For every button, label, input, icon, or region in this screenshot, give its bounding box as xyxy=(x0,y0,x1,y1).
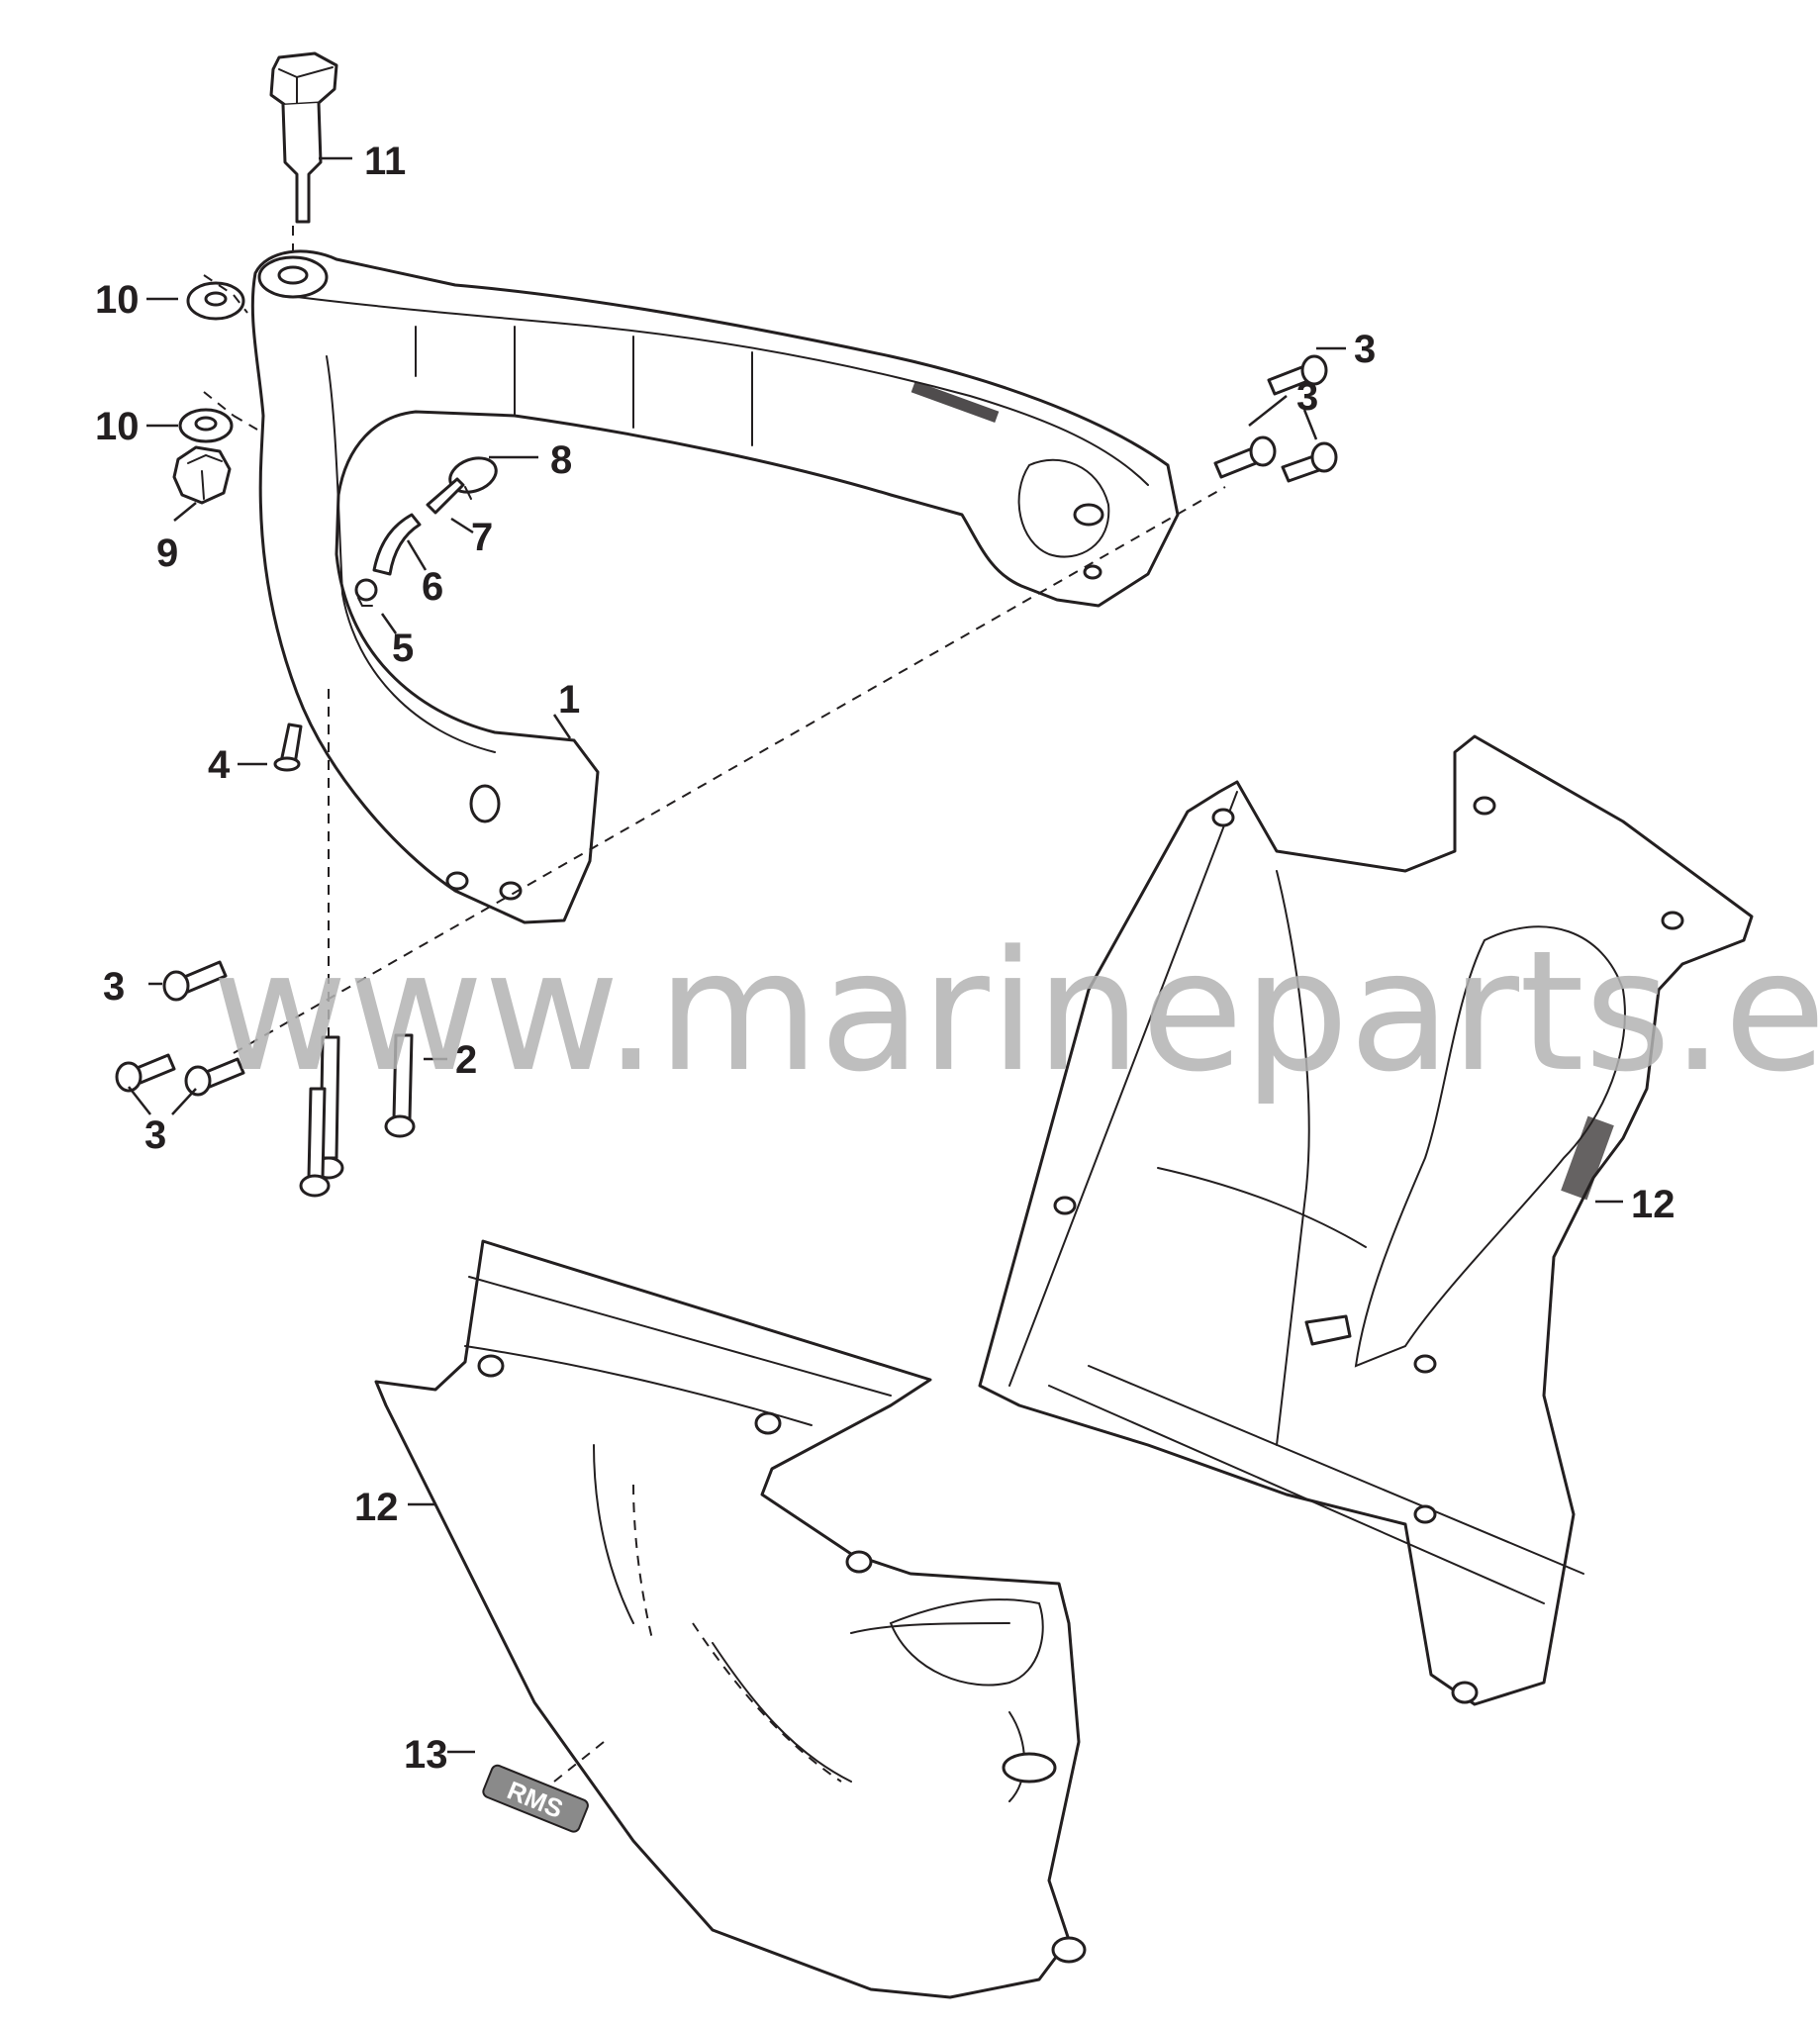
part-5-clip xyxy=(354,578,378,607)
part-10-washer-lower xyxy=(178,408,234,443)
part-13-rms-decal: RMS xyxy=(482,1764,589,1833)
callout-4: 4 xyxy=(208,743,231,787)
part-9-nut xyxy=(172,445,232,505)
callout-3-bottom: 3 xyxy=(144,1113,166,1157)
callout-12-left: 12 xyxy=(354,1486,399,1529)
part-7-fitting xyxy=(426,477,465,515)
part-2-bolt-right xyxy=(384,1033,416,1138)
callout-7: 7 xyxy=(471,516,493,559)
callout-12-right: 12 xyxy=(1631,1183,1676,1226)
callout-8: 8 xyxy=(550,438,572,482)
callout-11: 11 xyxy=(364,140,406,183)
part-3-bolt-mid-right xyxy=(1213,435,1277,479)
part-12-cowl-left xyxy=(374,1239,1087,1999)
part-3-bolt-top-right xyxy=(1267,354,1328,396)
watermark-text: www.marineparts.eu xyxy=(212,915,1820,1109)
part-10-washer-upper xyxy=(186,281,245,321)
part-2-bolt-mid xyxy=(299,1087,331,1198)
callout-leaders xyxy=(128,156,1623,1754)
part-6-hose xyxy=(372,513,422,576)
callout-10-lower: 10 xyxy=(95,405,140,448)
callout-10-upper: 10 xyxy=(95,278,140,322)
callout-9: 9 xyxy=(156,531,178,575)
part-3-bolt-lower-left xyxy=(115,1053,176,1093)
part-3-bolt-lower-right xyxy=(184,1057,245,1097)
part-12-cowl-right xyxy=(978,734,1754,1706)
part-11-bolt xyxy=(269,51,338,259)
part-4-screw xyxy=(273,723,303,772)
callout-3-lower: 3 xyxy=(103,965,125,1009)
callout-3-top-right: 3 xyxy=(1354,328,1376,371)
callout-2: 2 xyxy=(455,1038,477,1082)
callout-1: 1 xyxy=(558,678,580,722)
callout-6: 6 xyxy=(422,565,443,609)
part-1-cowl-bracket xyxy=(250,249,1180,924)
callout-3-mid-right: 3 xyxy=(1296,375,1318,419)
part-3-bolt-far-right xyxy=(1281,441,1338,483)
callout-13: 13 xyxy=(404,1733,448,1777)
part-3-bolt-lower-top xyxy=(162,960,228,1002)
assembly-lines xyxy=(203,274,1226,1054)
callout-labels: 11 10 10 9 8 7 6 5 1 4 3 3 3 3 2 12 12 1… xyxy=(95,140,1676,1777)
callout-5: 5 xyxy=(392,627,414,670)
